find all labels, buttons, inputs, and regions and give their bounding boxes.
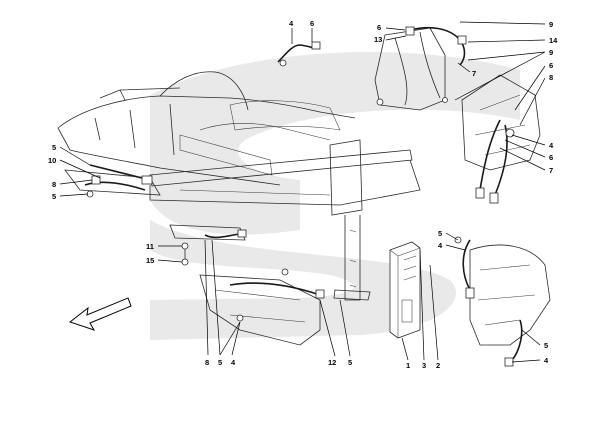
callout-2: 2 [436, 361, 440, 370]
callout-3: 3 [422, 361, 426, 370]
callout-5-left-b: 5 [52, 192, 56, 201]
callout-4-ecu: 4 [438, 241, 443, 250]
callout-5-rear: 5 [544, 341, 548, 350]
callout-8-left: 8 [52, 180, 56, 189]
upper-sensor-wire [277, 41, 321, 67]
leader-lines [59, 21, 546, 363]
callout-15: 15 [146, 256, 154, 265]
callout-5-bottom: 5 [218, 358, 222, 367]
callout-9-a: 9 [549, 20, 553, 29]
callout-14: 14 [549, 36, 558, 45]
callout-4-rear: 4 [544, 356, 549, 365]
body-panel [57, 71, 356, 186]
direction-arrow-icon [68, 297, 132, 331]
callout-labels: 4 6 6 13 9 14 9 7 6 8 4 6 7 5 10 8 5 11 … [48, 19, 558, 370]
callout-7-right: 7 [549, 166, 553, 175]
lower-bracket-assembly [199, 268, 325, 346]
callout-9-b: 9 [549, 48, 553, 57]
right-bracket-assembly [461, 74, 541, 204]
callout-5-ecu: 5 [438, 229, 442, 238]
callout-12: 12 [328, 358, 336, 367]
control-unit [389, 241, 421, 339]
callout-13: 13 [374, 35, 382, 44]
middle-sensor [169, 224, 247, 266]
callout-7-hinge: 7 [472, 69, 476, 78]
callout-6-hinge: 6 [377, 23, 381, 32]
callout-5-left: 5 [52, 143, 56, 152]
callout-5-bottom-b: 5 [348, 358, 352, 367]
rear-bracket-assembly [454, 236, 551, 367]
watermark-logo [150, 52, 520, 340]
callout-6-right: 6 [549, 61, 553, 70]
callout-1: 1 [406, 361, 410, 370]
callout-6-right-b: 6 [549, 153, 553, 162]
left-harness [64, 164, 161, 198]
callout-8-right: 8 [549, 73, 553, 82]
callout-4-right: 4 [549, 141, 554, 150]
callout-4-bottom: 4 [231, 358, 236, 367]
callout-11: 11 [146, 242, 154, 251]
hinge-assembly [374, 26, 467, 111]
callout-4-top: 4 [289, 19, 294, 28]
callout-10: 10 [48, 156, 56, 165]
callout-8-bottom: 8 [205, 358, 209, 367]
callout-6-top: 6 [310, 19, 314, 28]
